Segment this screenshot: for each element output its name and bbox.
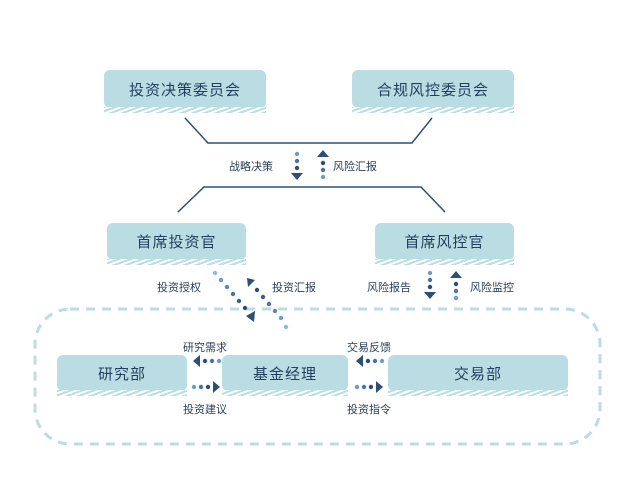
investment-report-arrow-icon bbox=[247, 278, 289, 330]
cio-node: 首席投资官 bbox=[107, 223, 246, 265]
trading-node: 交易部 bbox=[388, 355, 568, 396]
investment-order-arrow-icon bbox=[354, 381, 383, 393]
cro-node: 首席风控官 bbox=[375, 223, 514, 265]
investment-advice-arrow-icon bbox=[191, 381, 220, 393]
investment-authorization-arrow-icon bbox=[212, 270, 255, 322]
compliance-committee-node: 合规风控委员会 bbox=[352, 70, 514, 113]
compliance-committee-label: 合规风控委员会 bbox=[376, 80, 489, 99]
investment-committee-node: 投资决策委员会 bbox=[104, 70, 266, 113]
risk-report-label: 风险报告 bbox=[367, 281, 411, 294]
investment-advice-label: 投资建议 bbox=[183, 403, 227, 416]
trading-label: 交易部 bbox=[453, 364, 502, 383]
trade-feedback-label: 交易反馈 bbox=[347, 341, 391, 354]
cro-label: 首席风控官 bbox=[404, 233, 485, 251]
officer-bracket-line bbox=[177, 186, 446, 213]
trade-feedback-arrow-icon bbox=[356, 355, 385, 367]
investment-report-label: 投资汇报 bbox=[272, 281, 316, 294]
research-node: 研究部 bbox=[57, 355, 187, 396]
fund-manager-node: 基金经理 bbox=[222, 355, 348, 396]
cio-label: 首席投资官 bbox=[136, 233, 217, 251]
risk-report-up-label: 风险汇报 bbox=[333, 160, 377, 173]
investment-committee-label: 投资决策委员会 bbox=[128, 80, 241, 99]
committee-bracket-line bbox=[184, 117, 433, 144]
risk-monitoring-up-arrow-icon bbox=[450, 271, 462, 301]
strategy-decision-label: 战略决策 bbox=[229, 160, 273, 173]
research-request-arrow-icon bbox=[193, 355, 222, 367]
risk-report-down-arrow-icon bbox=[424, 270, 436, 299]
research-label: 研究部 bbox=[97, 364, 146, 383]
investment-order-label: 投资指令 bbox=[347, 403, 391, 416]
risk-report-up-arrow-icon bbox=[317, 150, 329, 180]
research-request-label: 研究需求 bbox=[183, 341, 227, 354]
fund-manager-label: 基金经理 bbox=[252, 364, 317, 383]
strategy-decision-arrow-icon bbox=[291, 151, 303, 180]
investment-authorization-label: 投资授权 bbox=[157, 281, 201, 294]
operations-group-border bbox=[33, 307, 602, 446]
risk-monitoring-label: 风险监控 bbox=[470, 281, 514, 294]
